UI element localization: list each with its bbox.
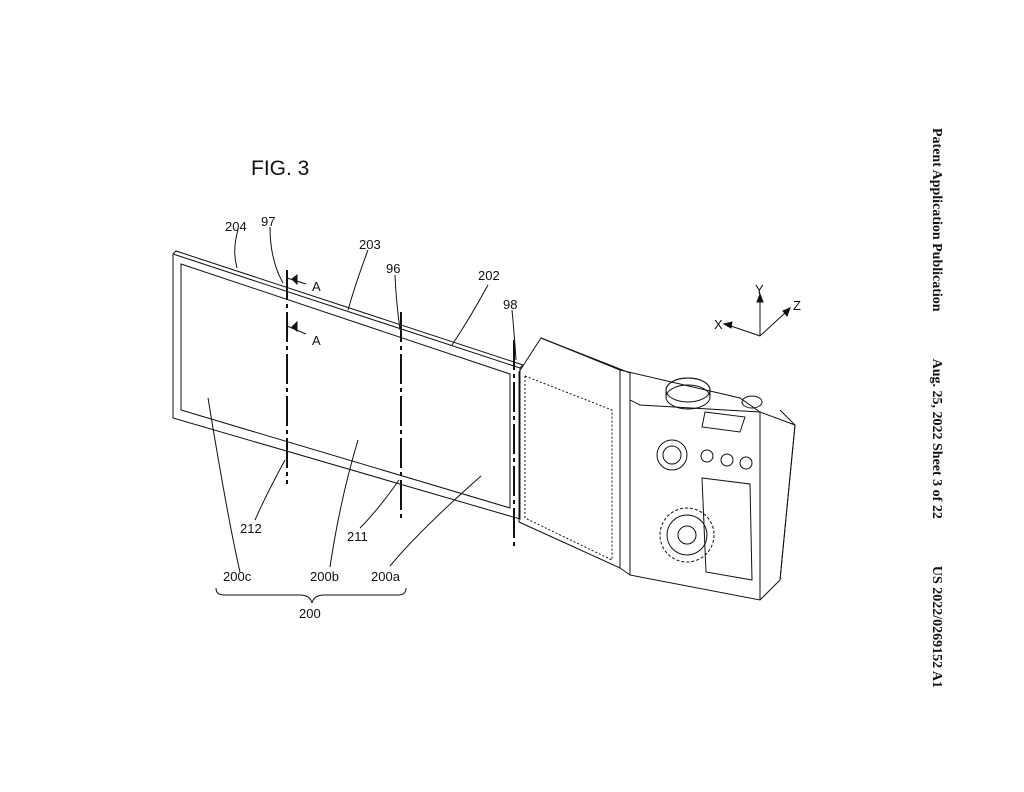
display-panel-outline — [172, 253, 521, 520]
label-212: 212 — [240, 521, 262, 536]
leader-96 — [394, 274, 401, 331]
leader-204 — [234, 229, 239, 269]
label-200a: 200a — [371, 569, 400, 584]
axis-label-z: Z — [793, 298, 801, 313]
camera-body — [518, 337, 796, 601]
label-211: 211 — [347, 529, 368, 544]
brace-200 — [215, 587, 407, 604]
label-98: 98 — [503, 297, 518, 312]
leader-200b — [329, 439, 359, 568]
section-arrow-a-top-head — [291, 273, 298, 286]
label-97: 97 — [261, 214, 276, 229]
section-arrow-a-mid-head — [291, 320, 298, 333]
label-200b: 200b — [310, 569, 339, 584]
axis-label-y: Y — [755, 282, 764, 297]
leader-97 — [269, 226, 284, 284]
leader-202 — [451, 284, 489, 346]
leader-212 — [254, 459, 286, 521]
label-203: 203 — [359, 237, 381, 252]
label-200: 200 — [299, 606, 321, 621]
label-202: 202 — [478, 268, 500, 283]
label-204: 204 — [225, 219, 247, 234]
leader-200a — [389, 475, 482, 567]
label-96: 96 — [386, 261, 401, 276]
section-label-a-mid: A — [312, 333, 321, 348]
figure-title: FIG. 3 — [251, 157, 310, 180]
leader-203 — [347, 249, 369, 311]
leader-98 — [511, 309, 517, 361]
axis-label-x: X — [714, 317, 723, 332]
section-label-a-top: A — [312, 279, 321, 294]
leader-211 — [359, 479, 400, 529]
axis-triad — [722, 292, 791, 337]
display-inner-area — [180, 263, 511, 509]
leader-200c — [207, 397, 241, 573]
panel-top-edge — [172, 250, 524, 369]
label-200c: 200c — [223, 569, 252, 584]
